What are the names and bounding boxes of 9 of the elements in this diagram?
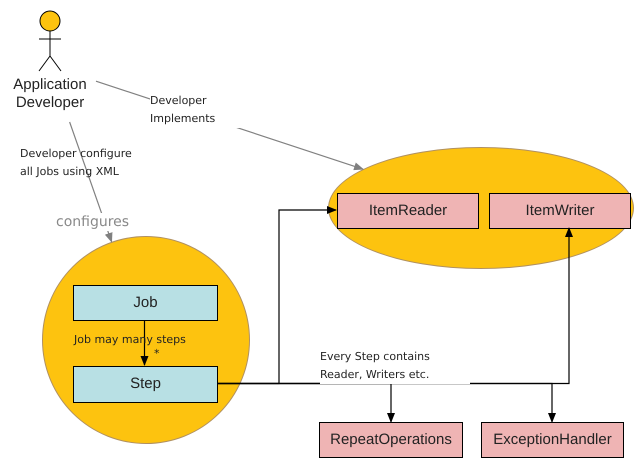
class-box: ExceptionHandler xyxy=(481,422,624,458)
multiplicity-mark: * xyxy=(154,346,160,362)
actor-label: Application Developer xyxy=(12,76,88,112)
class-box: Job xyxy=(73,285,218,321)
class-box: RepeatOperations xyxy=(319,422,463,458)
class-box: ItemWriter xyxy=(489,193,631,229)
arrow xyxy=(140,320,148,366)
class-box: ItemReader xyxy=(337,193,479,229)
class-box: Step xyxy=(73,366,218,403)
